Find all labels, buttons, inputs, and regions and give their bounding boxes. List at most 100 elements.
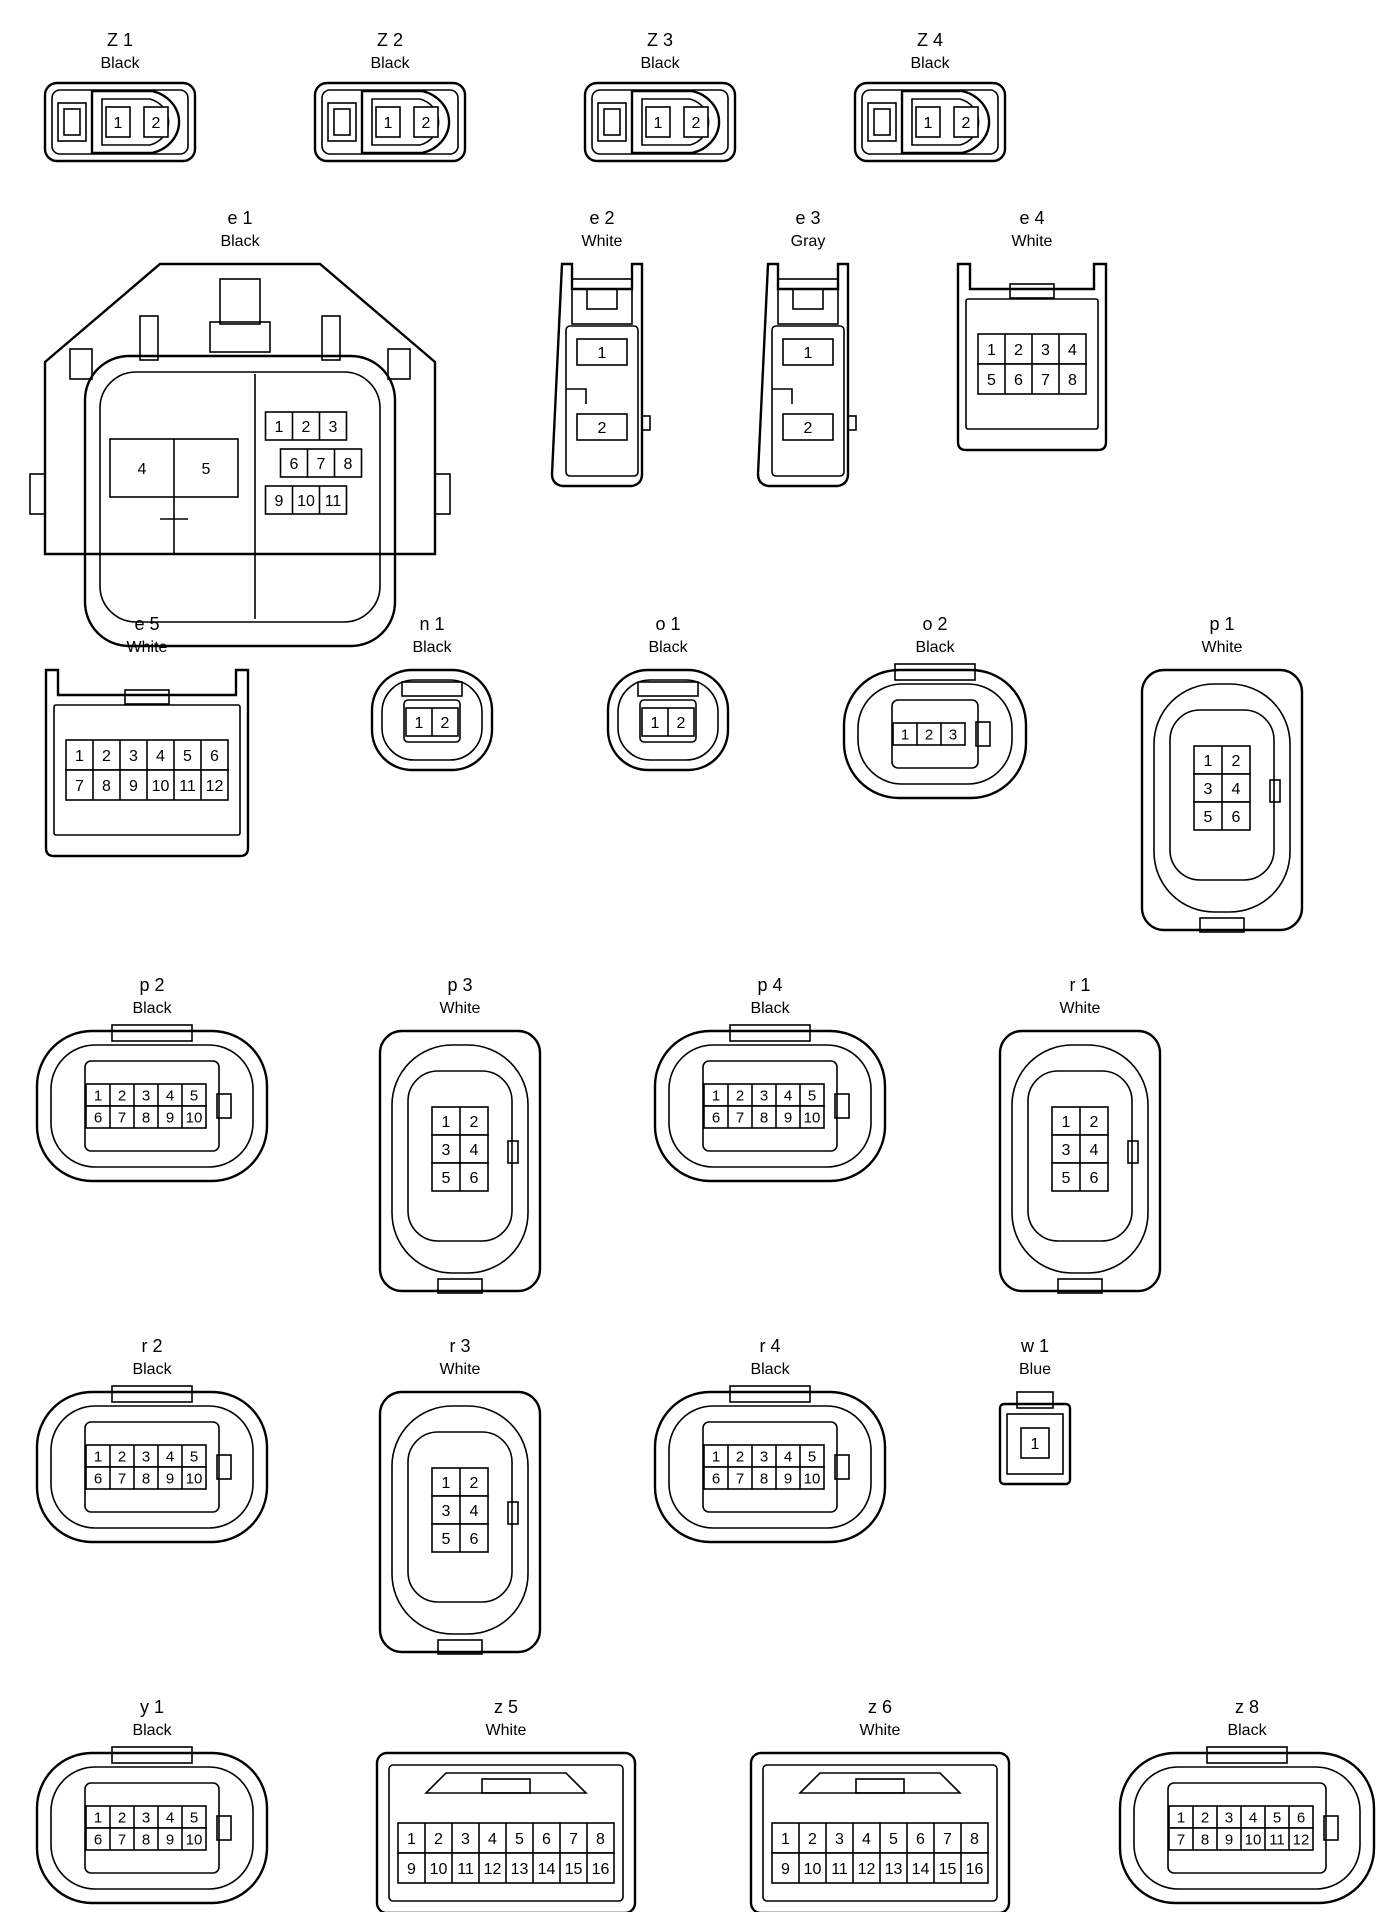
pin-label: 1 — [384, 115, 393, 132]
connector-color: Black — [750, 1361, 790, 1378]
pin-label: 6 — [712, 1470, 720, 1487]
connector-color: Black — [640, 55, 680, 72]
pin-label: 6 — [94, 1470, 102, 1487]
connector-z1: Z 1 Black 1 2 — [43, 30, 197, 163]
pin-label: 4 — [166, 1448, 174, 1465]
pin-label: 1 — [651, 715, 660, 732]
pin-label: 8 — [102, 778, 111, 795]
pin-label: 7 — [736, 1109, 744, 1126]
pin-label: 16 — [592, 1861, 610, 1878]
pin-label: 2 — [441, 715, 450, 732]
pin-label: 9 — [407, 1861, 416, 1878]
pin-label: 1 — [407, 1831, 416, 1848]
pin-label: 2 — [1201, 1809, 1209, 1826]
pin-label: 1 — [781, 1831, 790, 1848]
pin-label: 2 — [1232, 753, 1241, 770]
pin-label: 7 — [118, 1831, 126, 1848]
connector-id: Z 4 — [917, 30, 943, 50]
connector-color: Black — [100, 55, 140, 72]
pin-label: 16 — [966, 1861, 984, 1878]
pin-label: 5 — [515, 1831, 524, 1848]
pin-label: 11 — [1269, 1831, 1285, 1848]
pin-label: 2 — [470, 1475, 479, 1492]
connector-id: p 3 — [447, 975, 472, 995]
pin-label: 10 — [152, 778, 170, 795]
pin-label: 1 — [1031, 1436, 1040, 1453]
connector-id: z 8 — [1235, 1697, 1259, 1717]
pin-label: 5 — [889, 1831, 898, 1848]
pin-label: 1 — [901, 726, 909, 743]
connector-id: w 1 — [1020, 1336, 1049, 1356]
pin-label: 8 — [142, 1831, 150, 1848]
pin-label: 3 — [1204, 781, 1213, 798]
pin-label: 10 — [430, 1861, 448, 1878]
connector-color: Blue — [1019, 1361, 1051, 1378]
connector-id: r 3 — [449, 1336, 470, 1356]
pin-label: 6 — [1014, 372, 1023, 389]
pin-label: 2 — [118, 1087, 126, 1104]
pin-label: 1 — [598, 345, 607, 362]
connector-color: White — [440, 1000, 481, 1017]
connector-color: White — [582, 233, 623, 250]
pin-label: 1 — [275, 419, 284, 436]
pin-label: 7 — [1177, 1831, 1185, 1848]
pin-label: 5 — [1062, 1170, 1071, 1187]
pin-label: 2 — [1014, 342, 1023, 359]
pin-label: 2 — [962, 115, 971, 132]
pin-label: 5 — [442, 1531, 451, 1548]
pin-label: 1 — [114, 115, 123, 132]
pin-label: 4 — [784, 1448, 792, 1465]
pin-label: 12 — [858, 1861, 876, 1878]
pin-label: 2 — [152, 115, 161, 132]
pin-label: 1 — [94, 1448, 102, 1465]
pin-label: 12 — [484, 1861, 502, 1878]
connector-color: Black — [915, 639, 955, 656]
connector-id: Z 2 — [377, 30, 403, 50]
pin-label: 4 — [1249, 1809, 1257, 1826]
pin-label: 11 — [179, 778, 196, 795]
pin-label: 4 — [1232, 781, 1241, 798]
pin-label: 4 — [166, 1087, 174, 1104]
pin-label: 13 — [885, 1861, 903, 1878]
pin-label: 6 — [94, 1109, 102, 1126]
connector-id: e 3 — [795, 208, 820, 228]
pin-label: 2 — [736, 1448, 744, 1465]
pin-label: 2 — [925, 726, 933, 743]
pin-label: 6 — [542, 1831, 551, 1848]
pin-label: 10 — [804, 1861, 822, 1878]
pin-label: 4 — [488, 1831, 497, 1848]
connector-id: o 1 — [655, 614, 680, 634]
pin-label: 1 — [804, 345, 813, 362]
connector-id: r 2 — [141, 1336, 162, 1356]
pin-label: 1 — [712, 1448, 720, 1465]
connector-id: e 4 — [1019, 208, 1044, 228]
pin-label: 4 — [1068, 342, 1077, 359]
pin-label: 5 — [808, 1087, 816, 1104]
pin-label: 14 — [912, 1861, 930, 1878]
pin-label: 3 — [949, 726, 957, 743]
pin-label: 6 — [712, 1109, 720, 1126]
pin-label: 2 — [677, 715, 686, 732]
pin-label: 1 — [442, 1114, 451, 1131]
pin-label: 9 — [784, 1109, 792, 1126]
pin-label: 10 — [804, 1470, 821, 1487]
pin-label: 3 — [142, 1448, 150, 1465]
pin-label: 15 — [939, 1861, 957, 1878]
pin-label: 8 — [1201, 1831, 1209, 1848]
pin-label: 12 — [206, 778, 224, 795]
connector-color: White — [440, 1361, 481, 1378]
connector-id: Z 1 — [107, 30, 133, 50]
pin-label: 1 — [94, 1087, 102, 1104]
pin-label: 6 — [470, 1170, 479, 1187]
pin-label: 6 — [1090, 1170, 1099, 1187]
pin-label: 9 — [784, 1470, 792, 1487]
pin-label: 2 — [302, 419, 311, 436]
pin-label: 14 — [538, 1861, 556, 1878]
pin-label: 9 — [166, 1470, 174, 1487]
